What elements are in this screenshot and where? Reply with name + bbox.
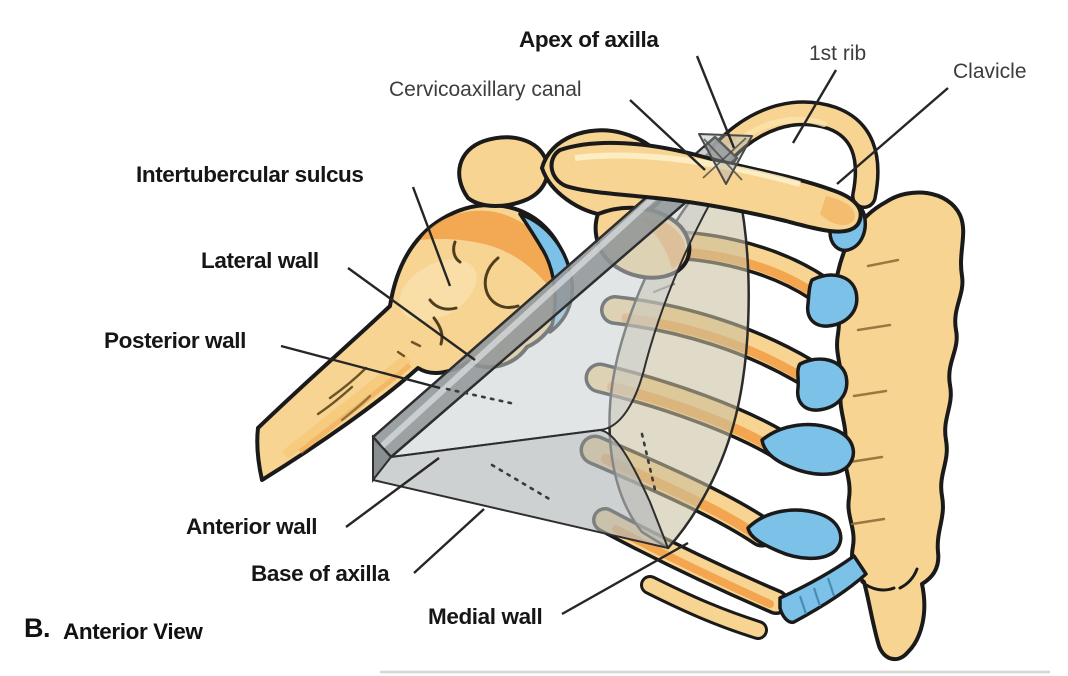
label-clavicle: Clavicle [953, 60, 1027, 83]
leader-clavicle [836, 87, 949, 185]
leader-cervicoaxillary-canal [629, 99, 706, 171]
humeral-head-shading [420, 210, 552, 288]
xiphoid-notch-lines [860, 567, 919, 592]
caption-letter: B. [24, 613, 51, 643]
leader-anterior-wall [345, 457, 440, 528]
leader-lines [280, 55, 949, 616]
caption-title: Anterior View [63, 619, 203, 644]
label-base-of-axilla: Base of axilla [251, 561, 390, 586]
label-first-rib: 1st rib [809, 42, 867, 65]
label-intertubercular-sulcus: Intertubercular sulcus [136, 162, 364, 187]
shaft-streaks [316, 340, 422, 422]
cartilage-hatch-lines [798, 577, 836, 615]
label-medial-wall: Medial wall [428, 604, 543, 629]
label-apex-of-axilla: Apex of axilla [519, 27, 659, 52]
leader-base-of-axilla [413, 508, 485, 574]
label-anterior-wall: Anterior wall [186, 514, 318, 539]
sternum-segment-lines [848, 258, 900, 526]
leader-first-rib [791, 69, 838, 144]
apex-of-axilla-shape [698, 133, 753, 185]
leader-medial-wall [561, 541, 689, 616]
prism-left-cap [372, 434, 393, 483]
axilla-prism [371, 135, 739, 549]
sternum-bone [834, 190, 966, 662]
hidden-edge-dotted-lines [445, 387, 658, 502]
leader-posterior-wall [280, 344, 441, 390]
clavicle-bone [549, 140, 863, 234]
leader-intertubercular-sulcus [411, 186, 452, 287]
base-face [372, 429, 669, 549]
label-posterior-wall: Posterior wall [104, 328, 246, 353]
humeral-head-highlight [399, 259, 477, 321]
humerus-bone [255, 203, 570, 482]
intertubercular-sulcus-grooves [428, 240, 520, 346]
label-cervicoaxillary-canal: Cervicoaxillary canal [389, 78, 582, 101]
leader-lateral-wall [347, 267, 476, 361]
label-lateral-wall: Lateral wall [201, 248, 319, 273]
leader-apex-of-axilla [695, 55, 736, 149]
